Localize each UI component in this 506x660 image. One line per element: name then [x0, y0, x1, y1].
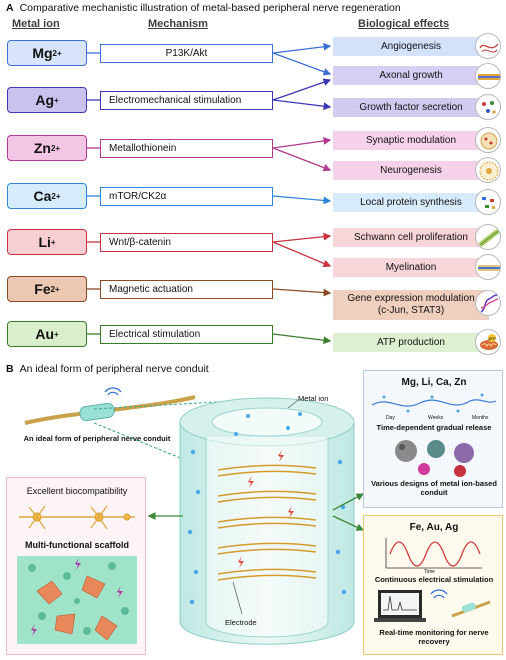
mechanism-metallothionein: Metallothionein	[100, 139, 273, 158]
curve-label-weeks: Weeks	[428, 415, 444, 421]
stimulation-box: Fe, Au, Ag Time Continuous electrical st…	[363, 515, 503, 655]
atp-badge: ATP	[488, 336, 496, 341]
curve-label-months: Months	[472, 415, 489, 421]
monitoring-laptop-icon	[374, 589, 491, 622]
mechanism-electromechanical: Electromechanical stimulation	[100, 91, 273, 110]
conduit-caption: An ideal form of peripheral nerve condui…	[23, 434, 171, 443]
release-label: Time-dependent gradual release	[376, 423, 492, 432]
sine-wave-icon	[385, 538, 482, 569]
header-biological-effects: Biological effects	[358, 18, 450, 30]
schwann-cell-icon	[475, 224, 501, 250]
panel-a-arrows	[87, 42, 332, 345]
wave-axis-time: Time	[424, 569, 435, 575]
header-mechanism: Mechanism	[148, 18, 208, 30]
biocompatibility-title: Excellent biocompatibility	[26, 486, 128, 496]
effect-axonal-growth: Axonal growth	[333, 66, 489, 85]
effect-synaptic: Synaptic modulation	[333, 131, 489, 150]
growth-factor-icon	[475, 94, 501, 120]
mechanism-pi3k-akt: P13K/Akt	[100, 44, 273, 63]
effect-myelination: Myelination	[333, 258, 489, 277]
metal-ion-label: Metal ion	[298, 394, 329, 403]
mechanism-wnt: Wnt/β-catenin	[100, 233, 273, 252]
monitoring-label: Real-time monitoring for nerve recovery	[379, 628, 489, 646]
neurogenesis-icon	[475, 157, 501, 183]
protein-synthesis-icon	[475, 189, 501, 215]
effect-gene-expression: Gene expression modulation (c-Jun, STAT3…	[333, 290, 489, 320]
dna-icon	[475, 290, 501, 316]
release-curve-icon	[371, 393, 497, 413]
conduit-designs-icon	[395, 440, 474, 477]
nerve-conduit-graphic	[24, 387, 196, 425]
mitochondria-icon: ATP	[475, 329, 501, 355]
ion-ag: Ag+	[7, 87, 87, 113]
mechanism-electrical: Electrical stimulation	[100, 325, 273, 344]
ion-li: Li+	[7, 229, 87, 255]
effect-angiogenesis: Angiogenesis	[333, 37, 489, 56]
designs-label: Various designs of metal ion-based condu…	[371, 479, 497, 497]
conduit-cylinder	[179, 397, 355, 645]
mechanism-mtor: mTOR/CK2α	[100, 187, 273, 206]
header-metal-ion: Metal ion	[12, 18, 60, 30]
scaffold-title: Multi-functional scaffold	[25, 540, 129, 550]
stimulation-ions-title: Fe, Au, Ag	[409, 522, 459, 533]
effect-schwann: Schwann cell proliferation	[333, 228, 489, 247]
ion-au: Au+	[7, 321, 87, 347]
axon-icon	[475, 63, 501, 89]
stimulation-label: Continuous electrical stimulation	[374, 575, 494, 584]
release-box: Mg, Li, Ca, Zn Day Weeks Months Time-dep…	[363, 370, 503, 508]
green-arrows	[147, 493, 365, 531]
neuron-chain-icon	[19, 505, 135, 530]
release-ions-title: Mg, Li, Ca, Zn	[401, 377, 467, 388]
scaffold-cells-icon	[17, 556, 137, 644]
curve-label-day: Day	[386, 415, 395, 421]
biocompatibility-box: Excellent biocompatibility Multi-functio…	[6, 477, 146, 655]
effect-growth-factor: Growth factor secretion	[333, 98, 489, 117]
mechanism-magnetic: Magnetic actuation	[100, 280, 273, 299]
synapse-icon	[475, 127, 501, 153]
angiogenesis-icon	[475, 33, 501, 59]
effect-neurogenesis: Neurogenesis	[333, 161, 489, 180]
effect-protein-synthesis: Local protein synthesis	[333, 193, 489, 212]
electrode-label: Electrode	[225, 618, 257, 627]
myelin-icon	[475, 254, 501, 280]
effect-atp: ATP production	[333, 333, 489, 352]
